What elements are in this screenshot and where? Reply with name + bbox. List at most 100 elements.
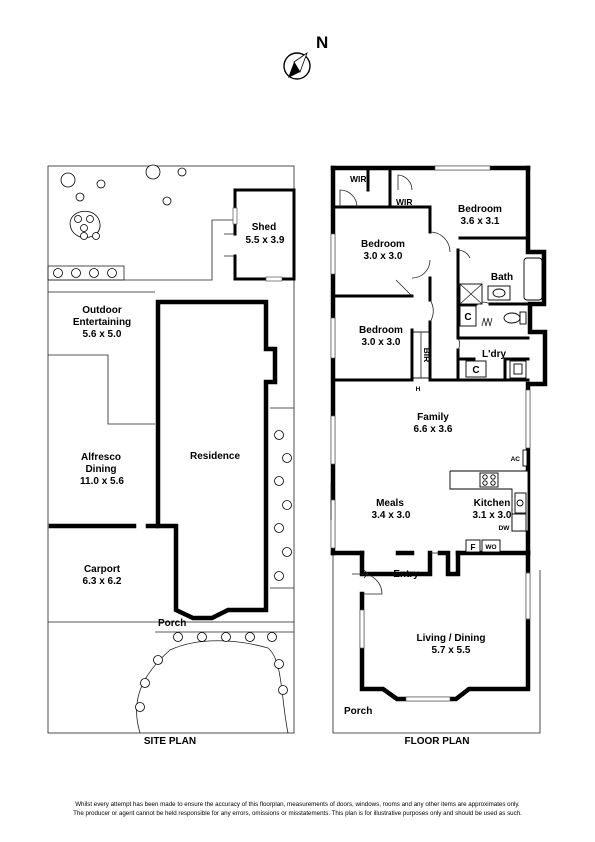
- toilet-icon: [503, 312, 521, 324]
- door-swing: [397, 174, 413, 191]
- shrub-icon: [74, 215, 82, 223]
- floor-porch-boundary: [332, 555, 541, 734]
- site-yard-line: [48, 219, 235, 281]
- shrub-icon: [140, 678, 150, 688]
- living-label: Living / Dining: [417, 633, 486, 644]
- window: [434, 165, 491, 171]
- disclaimer-line-2: The producer or agent cannot be held res…: [73, 810, 522, 817]
- tree-icon: [60, 172, 76, 188]
- meals-label: Meals: [376, 498, 404, 509]
- shed-label: Shed: [252, 222, 276, 233]
- shrub-icon: [177, 167, 187, 177]
- cupboard-c-label-1: C: [464, 312, 471, 323]
- floorplan-drawing: N: [47, 33, 548, 747]
- planter-box: [47, 265, 125, 281]
- site-boundary: [47, 165, 295, 734]
- ac-label: AC: [511, 456, 521, 463]
- shrub-icon: [173, 632, 183, 642]
- shrub-icon: [282, 547, 292, 557]
- alfresco-size: 11.0 x 5.6: [80, 476, 124, 487]
- residence-outline: [155, 299, 278, 621]
- site-plan-title: SITE PLAN: [144, 736, 196, 747]
- shrub-icon: [53, 268, 63, 278]
- bathtub: [523, 257, 543, 301]
- bedroom-main-label: Bedroom: [458, 204, 502, 215]
- shrub-icon: [274, 571, 284, 581]
- window: [525, 572, 531, 620]
- shrub-icon: [282, 453, 292, 463]
- floor-porch-label: Porch: [344, 706, 372, 717]
- bath-label: Bath: [491, 272, 513, 283]
- ac-unit: [522, 449, 528, 467]
- shrub-icon: [274, 430, 284, 440]
- compass-needle-tail-icon: [293, 51, 308, 73]
- window: [330, 233, 336, 275]
- carport-size: 6.3 x 6.2: [83, 576, 122, 587]
- wall-oven: [481, 539, 501, 553]
- door-swing: [411, 259, 431, 279]
- wir-label-2: WIR: [396, 197, 413, 207]
- dw-label: DW: [499, 525, 511, 532]
- tree-icon: [145, 164, 161, 180]
- bedroom-main-size: 3.6 x 3.1: [461, 216, 500, 227]
- shrub-icon: [86, 215, 94, 223]
- compass-north-label: N: [316, 33, 328, 52]
- cupboard-c-label-2: C: [472, 365, 479, 376]
- shrub-icon: [153, 655, 163, 665]
- door-swing: [429, 231, 451, 253]
- family-size: 6.6 x 3.6: [414, 424, 453, 435]
- floor-plan-title: FLOOR PLAN: [405, 736, 470, 747]
- bedroom2-label: Bedroom: [361, 239, 405, 250]
- bedroom2-size: 3.0 x 3.0: [364, 251, 403, 262]
- shrub-icon: [274, 523, 284, 533]
- shed: Shed 5.5 x 3.9: [224, 188, 296, 282]
- windows: [330, 165, 531, 702]
- shrub-icon: [221, 632, 231, 642]
- window: [359, 609, 365, 649]
- shrub-icon: [89, 268, 99, 278]
- window: [330, 499, 336, 549]
- window: [330, 415, 336, 465]
- door-swing: [429, 299, 434, 323]
- alfresco-label: Alfresco: [81, 452, 121, 463]
- site-divider-line: [48, 354, 155, 425]
- shrub-icon: [80, 232, 88, 240]
- dishwasher: [511, 513, 527, 532]
- shrub-icon: [274, 659, 284, 669]
- fixtures: [330, 257, 543, 553]
- shrub-icon: [135, 702, 145, 712]
- site-porch-label: Porch: [158, 618, 186, 629]
- door-swing: [457, 337, 460, 351]
- disclaimer: Whilst every attempt has been made to en…: [0, 800, 595, 818]
- shrub-icon: [107, 268, 117, 278]
- outdoor-size: 5.6 x 5.0: [83, 329, 122, 340]
- laundry-label: L'dry: [482, 349, 506, 360]
- shrub-icon: [96, 179, 106, 189]
- window: [330, 317, 336, 359]
- window: [405, 696, 451, 702]
- fridge-f-label: F: [470, 542, 475, 552]
- garden-shrubs: [47, 164, 292, 712]
- outdoor-label-2: Entertaining: [73, 317, 131, 328]
- floor-plan: WIR WIR Bedroom 3.6 x 3.1 Bedroom 3.0 x …: [330, 165, 548, 747]
- shrub-icon: [71, 268, 81, 278]
- interior-walls: [331, 166, 530, 382]
- shrub-icon: [274, 476, 284, 486]
- entry-arrow-icon: [352, 569, 369, 579]
- alfresco-label-2: Dining: [85, 464, 116, 475]
- door-swing: [457, 249, 471, 259]
- shed-size: 5.5 x 3.9: [246, 235, 285, 246]
- shrub-icon: [75, 192, 85, 202]
- door-swing: [339, 189, 358, 208]
- shrub-icon: [80, 224, 88, 232]
- residence-label: Residence: [190, 451, 240, 462]
- heater-h-label: H: [416, 386, 421, 393]
- bedroom3-label: Bedroom: [359, 325, 403, 336]
- outdoor-label: Outdoor: [82, 305, 122, 316]
- basin-icon: [492, 288, 506, 298]
- wall-oven-label: WO: [485, 544, 496, 551]
- shrub-icon: [267, 632, 277, 642]
- cupboard: [465, 360, 487, 378]
- family-label: Family: [417, 412, 449, 423]
- kitchen-size: 3.1 x 3.0: [473, 510, 512, 521]
